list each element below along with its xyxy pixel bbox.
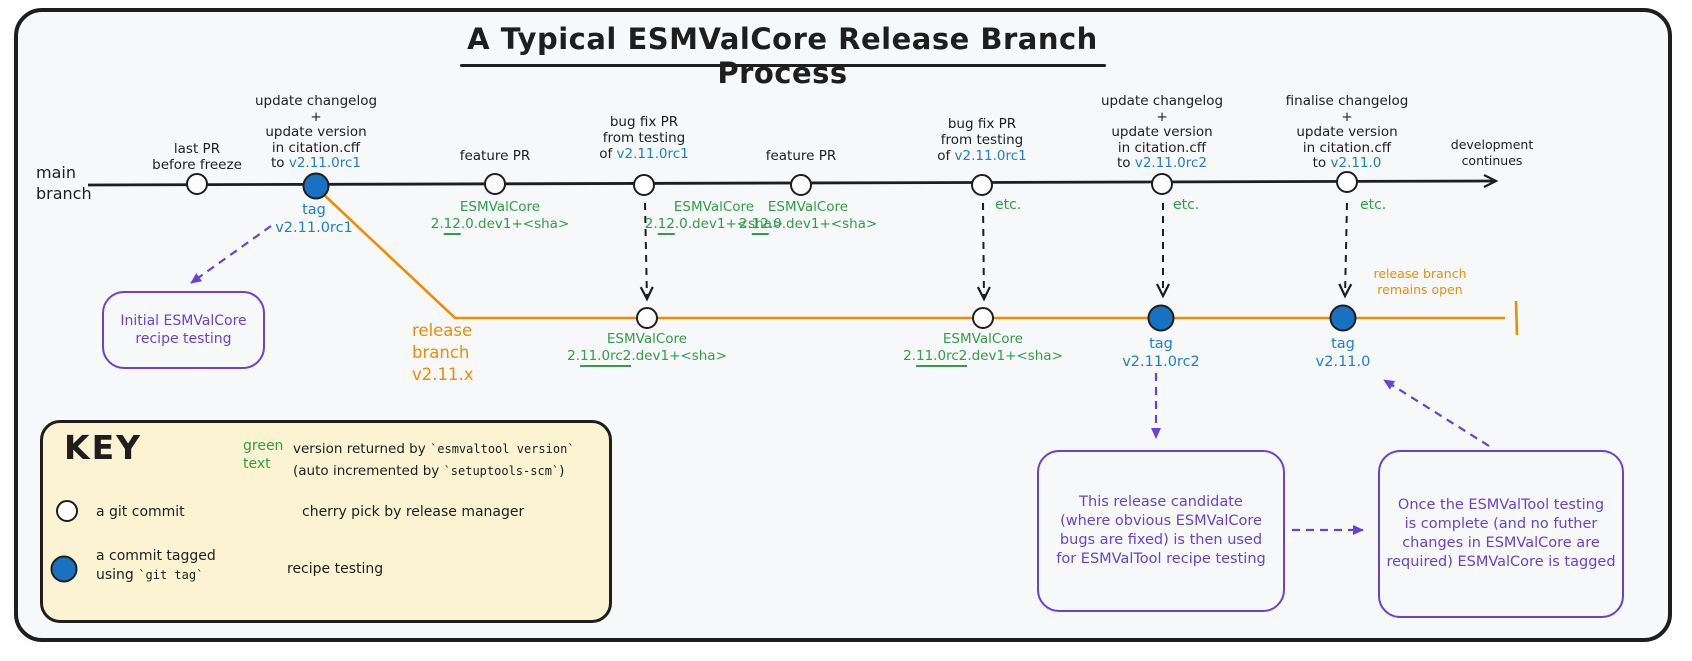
commit-label-feature-pr-2: feature PR [765, 148, 837, 164]
key-heading: KEY [64, 428, 143, 467]
commit-feature-pr-2 [790, 174, 812, 196]
key-green-text-swatch: green text [243, 438, 284, 472]
note-initial-recipe-testing: Initial ESMValCore recipe testing [102, 291, 265, 369]
key-git-commit-swatch [56, 500, 78, 522]
key-code-setuptools-scm: `setuptools-scm` [443, 464, 560, 478]
commit-release-cherry-1 [636, 307, 658, 329]
key-tagged-commit-swatch [50, 555, 78, 583]
commit-label-finalise-changelog: finalise changelog + update version in c… [1285, 93, 1409, 171]
commit-tag-v2-11-0 [1329, 304, 1357, 332]
commit-last-pr [186, 173, 208, 195]
key-cherry-pick-label: cherry pick by release manager [302, 504, 525, 520]
key-git-commit-label: a git commit [96, 504, 185, 520]
commit-finalise-changelog [1336, 171, 1358, 193]
page-title: A Typical ESMValCore Release Branch Proc… [467, 22, 1098, 90]
commit-bugfix-pr-2 [971, 174, 993, 196]
commit-label-update-changelog-rc1: update changelog + update version in cit… [254, 93, 378, 171]
commit-label-update-changelog-rc2: update changelog + update version in cit… [1100, 93, 1224, 171]
key-box [40, 420, 612, 623]
commit-release-cherry-2 [972, 307, 994, 329]
commit-tag-v2-11-0rc2 [1147, 304, 1175, 332]
commit-label-last-pr: last PR before freeze [152, 141, 242, 173]
commit-label-feature-pr-1: feature PR [459, 148, 531, 164]
commit-tag-v2-11-0rc1 [302, 172, 330, 200]
key-green-text-desc-line2: (auto incremented by `setuptools-scm`) [293, 463, 565, 479]
key-code-git-tag: `git tag` [138, 568, 204, 582]
key-recipe-testing-label: recipe testing [287, 561, 384, 577]
key-green-text-desc-line1: version returned by `esmvaltool version` [293, 441, 575, 457]
etc-label-2: etc. [1173, 197, 1200, 213]
release-branch-label: release branch v2.11.x [412, 321, 474, 384]
note-esmvaltool-testing-complete: Once the ESMValTool testing is complete … [1378, 450, 1624, 618]
commit-feature-pr-1 [484, 173, 506, 195]
tag-label-v2-11-0: tag v2.11.0 [1315, 336, 1371, 370]
main-branch-label: main branch [36, 163, 92, 203]
note-release-candidate: This release candidate (where obvious ES… [1037, 450, 1285, 612]
commit-bugfix-pr-1 [633, 174, 655, 196]
etc-label-1: etc. [995, 197, 1022, 213]
development-continues-label: development continues [1450, 137, 1534, 168]
tag-label-v2-11-0rc2: tag v2.11.0rc2 [1122, 336, 1200, 370]
commit-update-changelog-rc2 [1151, 173, 1173, 195]
release-branch-remains-open-label: release branch remains open [1373, 266, 1467, 297]
key-code-esmvaltool-version: `esmvaltool version` [430, 442, 575, 456]
title-underline [460, 64, 1106, 67]
etc-label-3: etc. [1360, 197, 1387, 213]
tag-label-v2-11-0rc1: tag v2.11.0rc1 [275, 202, 353, 236]
